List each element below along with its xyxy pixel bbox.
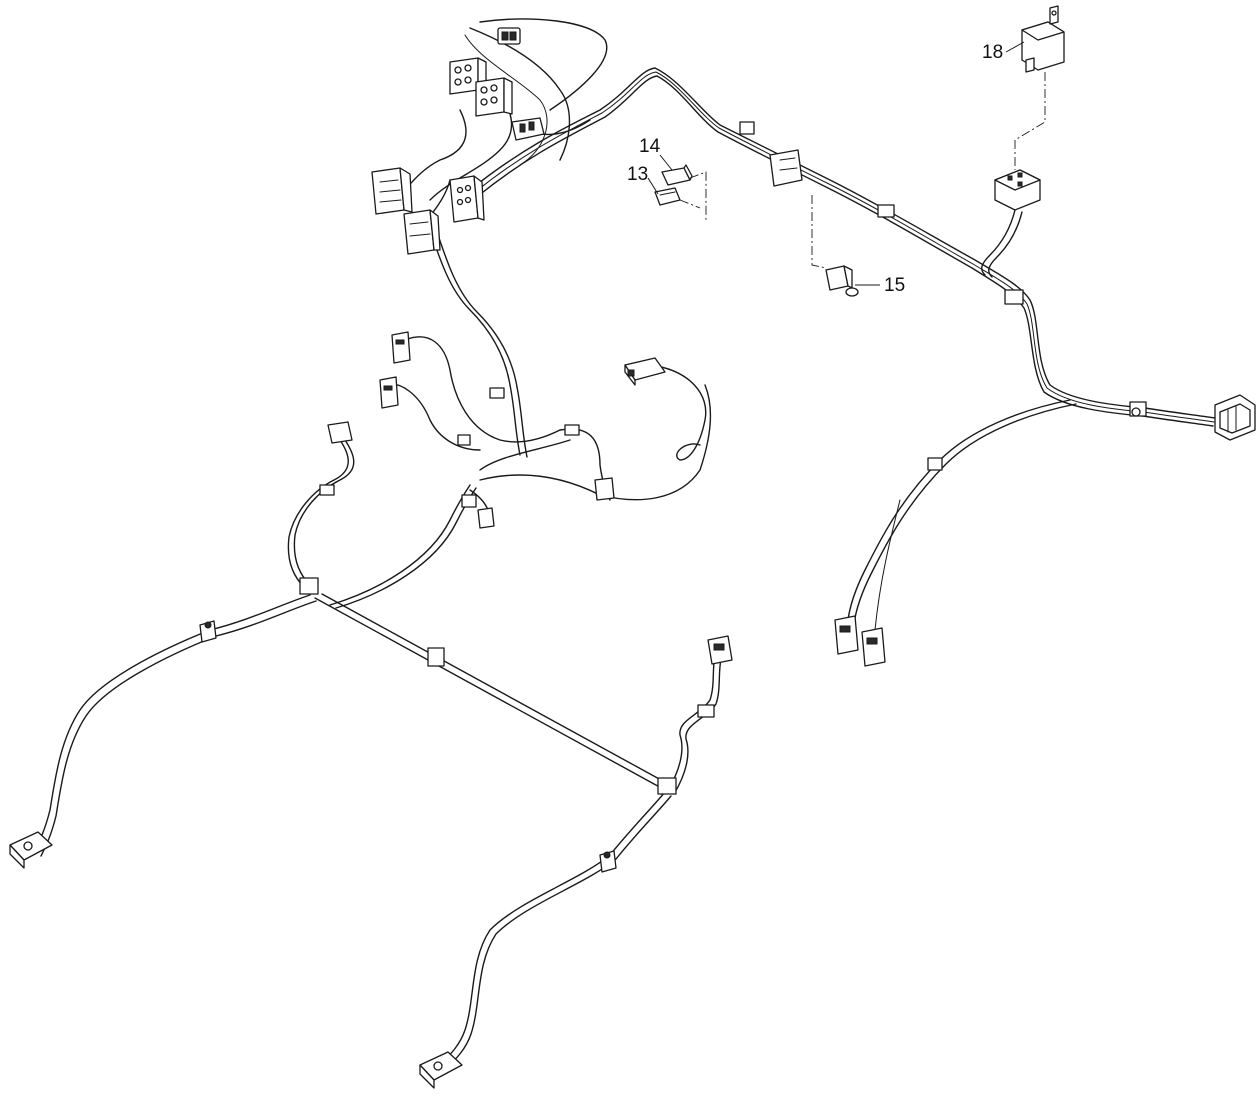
connector-top-block bbox=[449, 57, 487, 95]
callout-13: 13 bbox=[627, 164, 659, 195]
left-drop bbox=[287, 439, 355, 588]
svg-text:18: 18 bbox=[982, 42, 1003, 63]
connector-top-1 bbox=[497, 27, 521, 45]
svg-text:13: 13 bbox=[627, 164, 648, 185]
part-15-leader bbox=[811, 195, 827, 269]
right-end-connector bbox=[1214, 394, 1256, 441]
part-14-fuse bbox=[661, 164, 693, 186]
clips-center bbox=[457, 387, 580, 529]
relay-socket-branch bbox=[981, 209, 1023, 278]
lower-frame bbox=[34, 593, 722, 1070]
connector-center-block bbox=[449, 175, 485, 223]
main-trunk bbox=[469, 67, 1216, 427]
callout-14: 14 bbox=[639, 136, 673, 171]
trunk-clips bbox=[739, 121, 1147, 471]
middle-branches bbox=[329, 336, 712, 609]
part-13-fuse bbox=[654, 187, 681, 206]
connector-mid-plug bbox=[511, 117, 545, 141]
connector-lower-right bbox=[707, 635, 733, 665]
ring-terminal-bottom bbox=[419, 1051, 463, 1089]
plugs-right-lower bbox=[834, 615, 886, 667]
right-lower-branch bbox=[847, 399, 1077, 631]
part-18-leader bbox=[1014, 72, 1046, 170]
connector-left-lower bbox=[403, 209, 441, 255]
part-15-clip bbox=[825, 265, 859, 297]
callout-15: 15 bbox=[855, 275, 905, 296]
svg-text:15: 15 bbox=[884, 275, 905, 296]
connector-left-large bbox=[371, 167, 413, 215]
connector-mid-left-1 bbox=[391, 331, 411, 364]
connector-left-drop bbox=[319, 421, 353, 496]
connector-top-block-2 bbox=[475, 77, 513, 117]
part-18-relay bbox=[1021, 5, 1065, 73]
relay-socket bbox=[994, 169, 1041, 211]
frame-clips bbox=[199, 577, 715, 873]
connector-mid-left-2 bbox=[379, 376, 399, 409]
part-13-14-leader bbox=[679, 171, 707, 222]
ring-terminal-left bbox=[9, 831, 53, 869]
relay-plug-center bbox=[624, 357, 666, 386]
svg-text:14: 14 bbox=[639, 136, 661, 157]
callout-18: 18 bbox=[982, 41, 1025, 63]
connector-center-small bbox=[594, 477, 615, 501]
